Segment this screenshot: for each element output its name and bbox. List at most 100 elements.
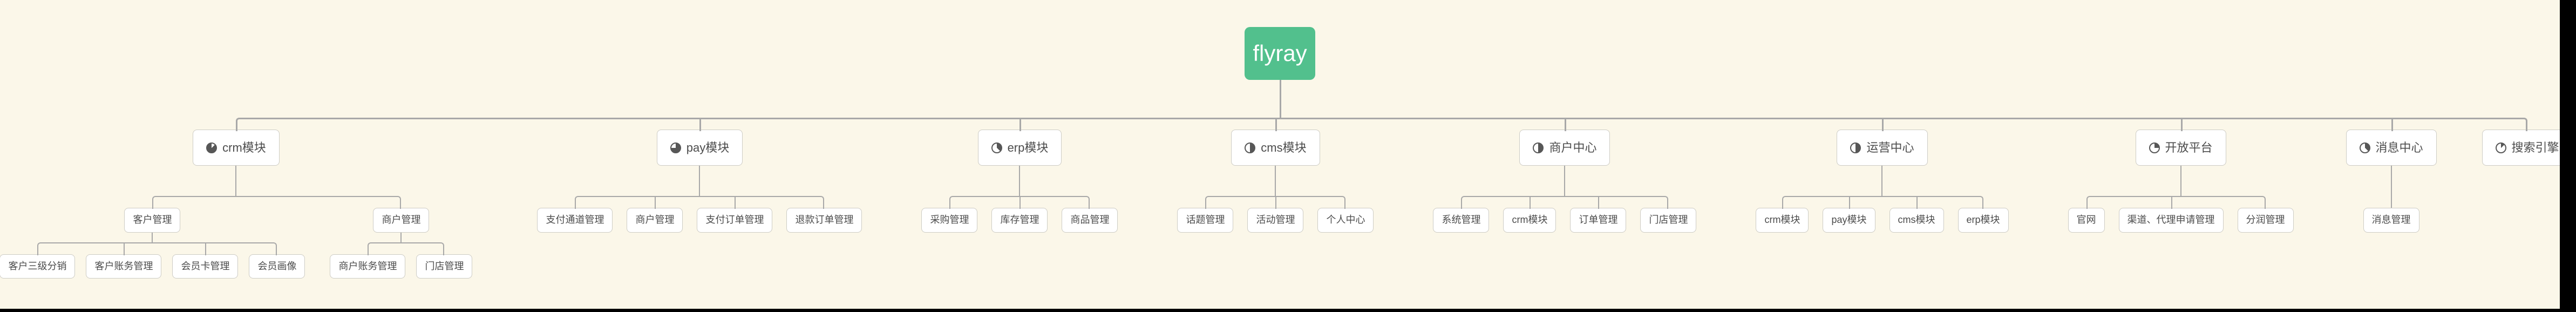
- tree-branch: pay模块: [1816, 196, 1884, 233]
- node-label: 支付通道管理: [546, 214, 604, 226]
- tree-branch: erp模块采购管理 库存管理 商品管理: [892, 118, 1150, 233]
- node-label: pay模块: [686, 141, 730, 154]
- leaf-node[interactable]: 支付通道管理: [537, 208, 613, 233]
- module-node[interactable]: cms模块: [1231, 130, 1320, 166]
- tree-branch: 开放平台官网 渠道、代理申请管理 分润管理: [2038, 118, 2325, 233]
- module-node[interactable]: 消息中心: [2346, 130, 2437, 166]
- tree-children: 话题管理 活动管理个人中心: [1170, 166, 1381, 233]
- node-label: 订单管理: [1579, 214, 1618, 226]
- node-label: flyray: [1253, 40, 1307, 66]
- leaf-node[interactable]: 客户三级分销: [0, 254, 76, 279]
- tree-branch: cms模块: [1882, 196, 1952, 233]
- tree-children: 官网 渠道、代理申请管理 分润管理: [2061, 166, 2301, 233]
- node-label: crm模块: [1764, 214, 1800, 226]
- tree-branch: 消息中心消息管理: [2323, 118, 2461, 233]
- tree-children: 支付通道管理 商户管理支付订单管理退款订单管理: [530, 166, 869, 233]
- tree-branch: 官网: [2061, 196, 2113, 233]
- tree-branch: 客户账务管理: [80, 242, 168, 279]
- tree-branch: 商户中心系统管理 crm模块 订单管理 门店管理: [1403, 118, 1728, 233]
- tree-branch: 商户管理商户账务管理 门店管理: [316, 196, 485, 279]
- leaf-node[interactable]: 会员卡管理: [172, 254, 239, 279]
- node-label: crm模块: [222, 141, 266, 154]
- leaf-node[interactable]: 客户账务管理: [86, 254, 162, 279]
- leaf-node[interactable]: erp模块: [1958, 208, 2009, 233]
- module-node[interactable]: 商户中心: [1519, 130, 1610, 166]
- node-label: 库存管理: [1000, 214, 1039, 226]
- tree-branch: 活动管理: [1240, 196, 1312, 233]
- node-label: 商品管理: [1070, 214, 1110, 226]
- tree-branch: 客户管理客户三级分销 客户账务管理 会员卡管理会员画像: [0, 196, 319, 279]
- root-node[interactable]: flyray: [1245, 27, 1315, 80]
- leaf-node[interactable]: 客户管理: [124, 208, 181, 233]
- node-label: 客户账务管理: [94, 260, 153, 272]
- leaf-node[interactable]: 官网: [2068, 208, 2105, 233]
- leaf-node[interactable]: 会员画像: [249, 254, 305, 279]
- module-node[interactable]: crm模块: [193, 130, 280, 166]
- module-node[interactable]: erp模块: [977, 130, 1062, 166]
- leaf-node[interactable]: 分润管理: [2237, 208, 2294, 233]
- leaf-node[interactable]: crm模块: [1503, 208, 1557, 233]
- node-label: 话题管理: [1186, 214, 1225, 226]
- leaf-node[interactable]: 退款订单管理: [786, 208, 862, 233]
- leaf-node[interactable]: cms模块: [1889, 208, 1944, 233]
- tree-branch: 客户三级分销: [0, 242, 82, 279]
- tree-branch: 商品管理: [1053, 196, 1125, 233]
- pie-progress-1of8-icon: [2495, 142, 2506, 153]
- leaf-node[interactable]: 渠道、代理申请管理: [2118, 208, 2224, 233]
- module-node[interactable]: pay模块: [656, 130, 743, 166]
- node-label: 门店管理: [425, 260, 464, 272]
- tree-branch: crm模块客户管理客户三级分销客户账务管理会员卡管理会员画像商户管理商户账务管理…: [0, 118, 509, 279]
- leaf-node[interactable]: 订单管理: [1570, 208, 1627, 233]
- tree-branch: 退款订单管理: [778, 196, 869, 233]
- node-label: 官网: [2076, 214, 2096, 226]
- tree-branch: 搜索引擎: [2457, 118, 2560, 166]
- leaf-node[interactable]: 商户管理: [373, 208, 430, 233]
- leaf-node[interactable]: 个人中心: [1317, 208, 1374, 233]
- leaf-node[interactable]: 活动管理: [1247, 208, 1304, 233]
- leaf-node[interactable]: 消息管理: [2363, 208, 2419, 233]
- node-label: 系统管理: [1442, 214, 1481, 226]
- tree-branch: 支付通道管理: [530, 196, 621, 233]
- module-node[interactable]: 开放平台: [2135, 130, 2226, 166]
- tree-branch: 会员画像: [242, 242, 310, 279]
- leaf-node[interactable]: pay模块: [1823, 208, 1875, 233]
- leaf-node[interactable]: 话题管理: [1177, 208, 1234, 233]
- tree-branch: 消息管理: [2356, 196, 2427, 233]
- leaf-node[interactable]: 商户管理: [627, 208, 683, 233]
- tree-children: 商户账务管理 门店管理: [324, 232, 478, 279]
- tree-children: crm模块客户管理客户三级分销客户账务管理会员卡管理会员画像商户管理商户账务管理…: [0, 80, 2560, 279]
- node-label: 商户账务管理: [338, 260, 397, 272]
- tree-branch: 门店管理: [1632, 196, 1703, 233]
- leaf-node[interactable]: 采购管理: [921, 208, 978, 233]
- node-label: 开放平台: [2165, 141, 2213, 154]
- node-label: cms模块: [1898, 214, 1935, 226]
- tree-branch: 个人中心: [1309, 196, 1381, 233]
- node-label: erp模块: [1966, 214, 2000, 226]
- tree-branch: 运营中心 crm模块 pay模块 cms模块 erp模块: [1726, 118, 2040, 233]
- leaf-node[interactable]: 支付订单管理: [697, 208, 773, 233]
- leaf-node[interactable]: 商户账务管理: [330, 254, 406, 279]
- node-label: 消息中心: [2375, 141, 2423, 154]
- tree-branch: 库存管理: [984, 196, 1056, 233]
- leaf-node[interactable]: 库存管理: [991, 208, 1048, 233]
- leaf-node[interactable]: crm模块: [1756, 208, 1809, 233]
- pie-progress-1of2-icon: [1850, 142, 1861, 153]
- tree-branch: 商户账务管理: [324, 242, 412, 279]
- module-node[interactable]: 运营中心: [1837, 130, 1928, 166]
- pie-progress-3of8-icon: [991, 142, 1002, 153]
- leaf-node[interactable]: 门店管理: [416, 254, 473, 279]
- leaf-node[interactable]: 系统管理: [1433, 208, 1490, 233]
- node-label: 渠道、代理申请管理: [2127, 214, 2215, 226]
- leaf-node[interactable]: 商品管理: [1062, 208, 1118, 233]
- node-label: 消息管理: [2371, 214, 2411, 226]
- module-node[interactable]: 搜索引擎: [2482, 130, 2560, 166]
- node-label: 商户管理: [382, 214, 421, 226]
- pie-progress-3of8-icon: [2359, 142, 2370, 153]
- node-label: erp模块: [1007, 141, 1049, 154]
- tree-branch: 分润管理: [2229, 196, 2301, 233]
- leaf-node[interactable]: 门店管理: [1640, 208, 1697, 233]
- node-label: 采购管理: [930, 214, 969, 226]
